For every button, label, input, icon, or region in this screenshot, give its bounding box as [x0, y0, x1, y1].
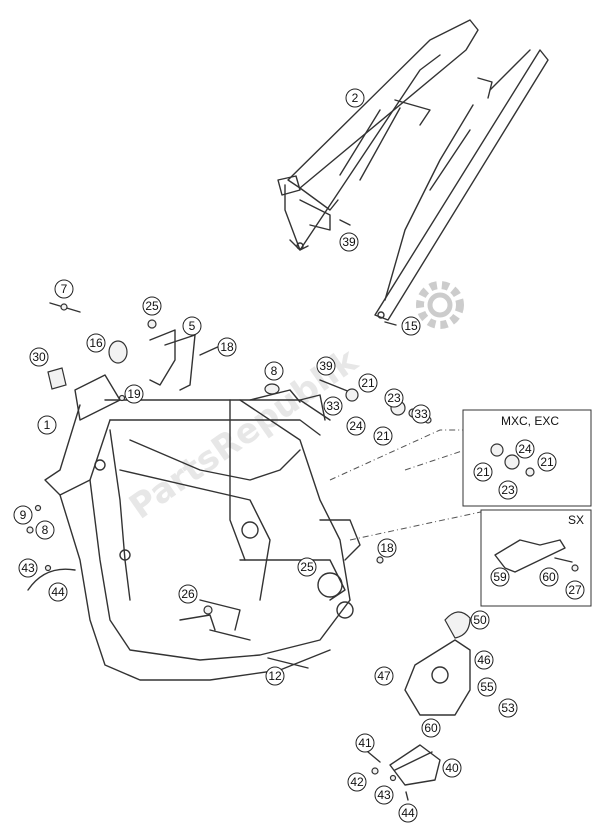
callout: 2	[345, 88, 365, 108]
callout: 8	[35, 520, 55, 540]
callout: 21	[358, 373, 378, 393]
svg-text:21: 21	[361, 376, 375, 390]
svg-text:16: 16	[89, 336, 103, 350]
svg-text:23: 23	[501, 483, 515, 497]
callout: 7	[54, 279, 74, 299]
callout: 27	[565, 580, 585, 600]
svg-text:25: 25	[145, 299, 159, 313]
svg-text:39: 39	[342, 235, 356, 249]
svg-text:46: 46	[477, 653, 491, 667]
svg-text:42: 42	[350, 775, 364, 789]
callout: 25	[142, 296, 162, 316]
callout: 1	[37, 415, 57, 435]
callout: 24	[515, 439, 535, 459]
watermark-gear-icon	[416, 281, 464, 329]
callout: 41	[355, 733, 375, 753]
callout: 18	[217, 337, 237, 357]
callout: 60	[421, 718, 441, 738]
svg-text:18: 18	[220, 340, 234, 354]
callout: 23	[498, 480, 518, 500]
svg-text:43: 43	[377, 788, 391, 802]
svg-text:55: 55	[480, 680, 494, 694]
svg-text:50: 50	[473, 613, 487, 627]
callout: 24	[346, 416, 366, 436]
svg-text:19: 19	[127, 387, 141, 401]
svg-text:12: 12	[268, 669, 282, 683]
svg-text:8: 8	[42, 523, 49, 537]
callout: 40	[442, 758, 462, 778]
callout: 26	[178, 584, 198, 604]
svg-text:60: 60	[424, 721, 438, 735]
svg-text:30: 30	[32, 350, 46, 364]
callout: 16	[86, 333, 106, 353]
svg-text:18: 18	[380, 541, 394, 555]
svg-text:8: 8	[271, 364, 278, 378]
callout: 53	[498, 698, 518, 718]
callout: 42	[347, 772, 367, 792]
svg-text:27: 27	[568, 583, 582, 597]
svg-text:26: 26	[181, 587, 195, 601]
svg-text:41: 41	[358, 736, 372, 750]
callout: 33	[323, 396, 343, 416]
callout: 21	[473, 462, 493, 482]
svg-text:33: 33	[414, 407, 428, 421]
svg-text:21: 21	[540, 455, 554, 469]
callout: 59	[490, 567, 510, 587]
svg-text:40: 40	[445, 761, 459, 775]
callout: 30	[29, 347, 49, 367]
callout: 21	[537, 452, 557, 472]
callout: 43	[18, 558, 38, 578]
svg-text:21: 21	[376, 429, 390, 443]
svg-text:59: 59	[493, 570, 507, 584]
svg-text:33: 33	[326, 399, 340, 413]
callout: 46	[474, 650, 494, 670]
svg-text:44: 44	[51, 585, 65, 599]
callout: 23	[384, 388, 404, 408]
svg-text:7: 7	[61, 282, 68, 296]
variant-box-sx-title: SX	[568, 513, 584, 527]
svg-text:9: 9	[20, 508, 27, 522]
guide-lines	[329, 429, 491, 541]
callout: 44	[398, 803, 418, 823]
callout: 33	[411, 404, 431, 424]
callout: 39	[316, 356, 336, 376]
svg-text:60: 60	[542, 570, 556, 584]
svg-text:1: 1	[44, 418, 51, 432]
svg-text:25: 25	[300, 560, 314, 574]
callout: 12	[265, 666, 285, 686]
callout: 47	[374, 666, 394, 686]
callout: 60	[539, 567, 559, 587]
callout: 19	[124, 384, 144, 404]
svg-text:15: 15	[404, 319, 418, 333]
svg-text:24: 24	[518, 442, 532, 456]
callout: 44	[48, 582, 68, 602]
variant-box-mxc-exc-title: MXC, EXC	[501, 414, 559, 428]
svg-text:47: 47	[377, 669, 391, 683]
callout: 50	[470, 610, 490, 630]
callout: 43	[374, 785, 394, 805]
callout: 21	[373, 426, 393, 446]
callout: 55	[477, 677, 497, 697]
svg-text:43: 43	[21, 561, 35, 575]
callout-labels: 2 39 15 7 25 5 16 18 30 8 39 21 19 33 23…	[13, 88, 585, 823]
callout: 18	[377, 538, 397, 558]
main-frame	[44, 374, 361, 681]
svg-text:53: 53	[501, 701, 515, 715]
callout: 5	[182, 316, 202, 336]
svg-text:44: 44	[401, 806, 415, 820]
svg-text:5: 5	[189, 319, 196, 333]
callout: 39	[339, 232, 359, 252]
svg-text:21: 21	[476, 465, 490, 479]
svg-text:39: 39	[319, 359, 333, 373]
callout: 9	[13, 505, 33, 525]
callout: 15	[401, 316, 421, 336]
callout: 25	[297, 557, 317, 577]
svg-text:23: 23	[387, 391, 401, 405]
svg-text:2: 2	[352, 91, 359, 105]
callout: 8	[264, 361, 284, 381]
subframe	[277, 19, 549, 321]
svg-text:24: 24	[349, 419, 363, 433]
